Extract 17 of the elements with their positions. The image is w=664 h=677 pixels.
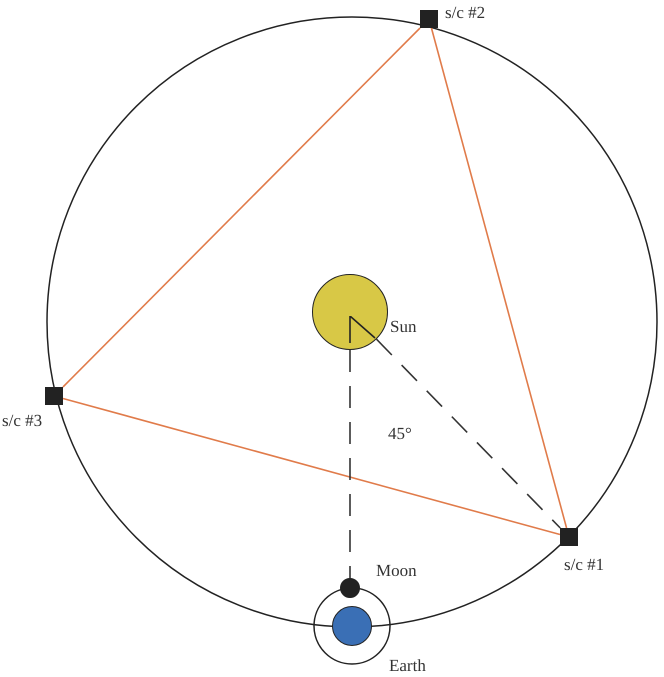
node-label: s/c #2: [445, 4, 486, 21]
node-label: Moon: [376, 562, 417, 579]
spacecraft-square: [560, 528, 578, 546]
dashed-line: [349, 350, 351, 578]
node-label: s/c #1: [564, 556, 604, 573]
connector-line: [62, 398, 560, 536]
earth-circle: [332, 606, 372, 646]
angle-label: 45°: [388, 425, 412, 442]
node-label: Earth: [389, 657, 426, 674]
connector-line: [62, 27, 421, 388]
moon-circle: [340, 578, 360, 598]
node-label: s/c #3: [2, 412, 42, 429]
spacecraft-square: [45, 387, 63, 405]
connector-line: [430, 28, 568, 528]
node-label: Sun: [390, 318, 416, 335]
spacecraft-square: [420, 10, 438, 28]
dashed-line: [376, 338, 561, 529]
